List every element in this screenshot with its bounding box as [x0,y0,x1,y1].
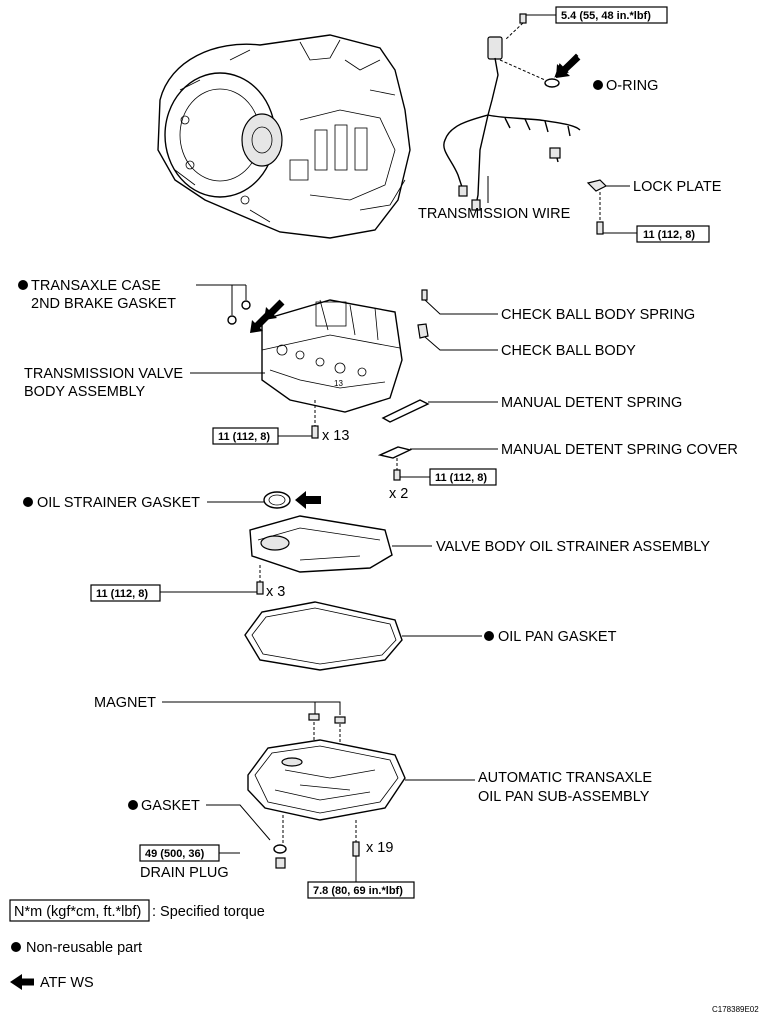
transaxle-case-gasket-part-1 [227,315,237,325]
drain-plug-label: DRAIN PLUG [140,865,229,881]
torque-drain-plug: 49 (500, 36) [145,848,205,860]
manual-detent-spring-label: MANUAL DETENT SPRING [501,395,682,411]
non-reusable-bullet [593,80,603,90]
transaxle-case-gasket-part-2 [241,300,251,310]
atf-arrow-gasket-1-head [250,320,263,333]
legend-torque-desc: : Specified torque [152,904,265,920]
svg-text:13: 13 [334,379,343,388]
lock-plate-part [586,179,608,192]
torque-box-oil-pan [307,881,415,899]
detent-spring-cover-part [377,446,413,459]
oil-strainer-gasket-part [263,491,291,509]
oil-pan-gasket-part [244,601,403,671]
oil-pan-label-2: OIL PAN SUB-ASSEMBLY [478,789,650,805]
torque-wire-bolt: 5.4 (55, 48 in.*lbf) [561,10,651,22]
atf-arrow-o-ring-shaft [559,54,581,75]
o-ring-part [544,78,560,88]
torque-strainer: 11 (112, 8) [96,588,148,600]
strainer-bolt-qty: x 3 [266,584,285,600]
torque-lock-plate: 11 (112, 8) [643,229,695,241]
figure-code: C178389E02 [712,1005,759,1014]
lock-plate-label: LOCK PLATE [633,179,722,195]
atf-arrow-strainer-head [295,491,306,509]
legend: N*m (kgf*cm, ft.*lbf) : Specified torque… [9,899,265,991]
oil-pan-bolt-qty: x 19 [366,840,393,856]
detent-cover-bolt-qty: x 2 [389,486,408,502]
torque-oil-pan: 7.8 (80, 69 in.*lbf) [313,885,403,897]
non-reusable-bullet [484,631,494,641]
transaxle-case-gasket-label-1: TRANSAXLE CASE [31,278,161,294]
valve-body-label-2: BODY ASSEMBLY [24,384,145,400]
transmission-wire-label: TRANSMISSION WIRE [418,206,571,222]
transaxle-housing-illustration [157,34,411,239]
non-reusable-bullet [23,497,33,507]
check-ball-part [417,323,429,339]
magnet-part-2 [334,716,346,724]
transmission-wire-illustration [443,13,581,211]
check-ball-spring-part [421,289,428,301]
torque-detent-cover: 11 (112, 8) [435,472,487,484]
non-reusable-bullet [18,280,28,290]
non-reusable-bullet [128,800,138,810]
oil-pan-illustration [247,739,406,821]
legend-torque-unit: N*m (kgf*cm, ft.*lbf) [14,904,141,920]
drain-plug-part [275,857,286,869]
atf-arrow-gasket-2-head [264,307,277,320]
detent-spring-cover-label: MANUAL DETENT SPRING COVER [501,442,738,458]
legend-torque-box [9,899,150,922]
oil-strainer-gasket-label: OIL STRAINER GASKET [37,495,200,511]
valve-body-label-1: TRANSMISSION VALVE [24,366,183,382]
gasket-label: GASKET [141,798,200,814]
transaxle-case-gasket-label-2: 2ND BRAKE GASKET [31,296,176,312]
atf-arrow-gasket-2-shaft [267,299,285,317]
magnet-label: MAGNET [94,695,156,711]
magnet-part-1 [308,713,320,721]
check-ball-label: CHECK BALL BODY [501,343,636,359]
oil-strainer-label: VALVE BODY OIL STRAINER ASSEMBLY [436,539,710,555]
check-ball-spring-label: CHECK BALL BODY SPRING [501,307,695,323]
atf-arrow-o-ring-head [556,64,570,78]
valve-body-illustration: 13 [261,299,403,413]
legend-non-reusable: Non-reusable part [26,940,142,956]
valve-body-oil-strainer-illustration [249,515,393,573]
valve-body-bolt-qty: x 13 [322,428,349,444]
legend-bullet-icon [11,942,21,952]
drain-plug-gasket-part [273,844,287,854]
oil-pan-gasket-label: OIL PAN GASKET [498,629,617,645]
o-ring-label: O-RING [606,78,658,94]
legend-atf: ATF WS [40,975,94,991]
torque-box-strainer [90,584,161,602]
torque-box-detent-cover [429,468,497,486]
torque-valve-body: 11 (112, 8) [218,431,270,443]
oil-pan-label-1: AUTOMATIC TRANSAXLE [478,770,652,786]
torque-box-lock-plate [636,225,710,243]
manual-detent-spring-part [381,399,430,423]
legend-arrow-head-icon [10,974,22,990]
